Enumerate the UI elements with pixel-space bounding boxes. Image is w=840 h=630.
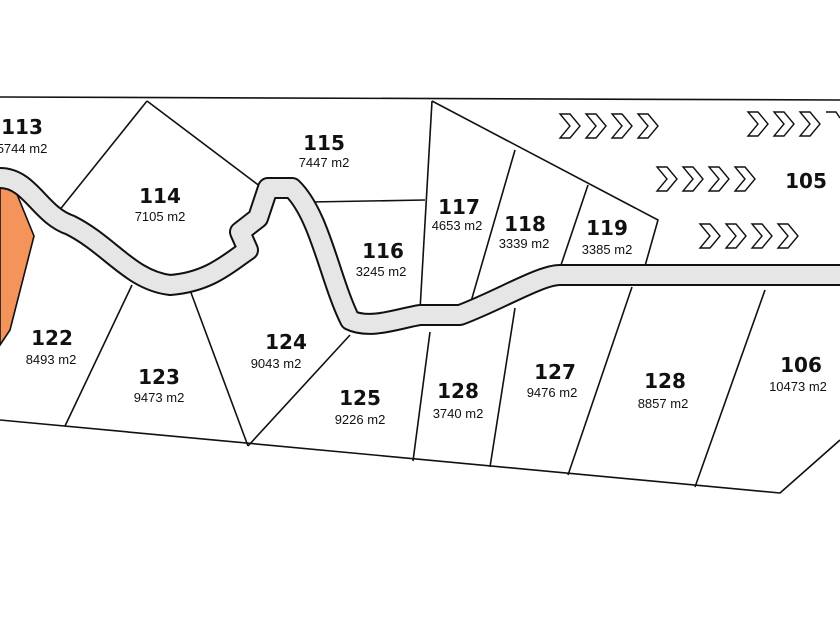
lot-128-b[interactable]: 128 8857 m2 [638,369,689,411]
lot-number: 116 [362,239,404,263]
lot-number: 128 [644,369,686,393]
lot-area: 8493 m2 [26,352,77,367]
lot-125[interactable]: 125 9226 m2 [335,386,386,427]
lot-area: 5744 m2 [0,141,47,156]
lot-area: 8857 m2 [638,396,689,411]
lot-116[interactable]: 116 3245 m2 [356,239,407,279]
lot-115[interactable]: 115 7447 m2 [299,131,350,170]
lot-117[interactable]: 117 4653 m2 [432,195,483,233]
lot-area: 4653 m2 [432,218,483,233]
lot-number: 117 [438,195,480,219]
lot-area: 9043 m2 [251,356,302,371]
lot-area: 3385 m2 [582,242,633,257]
lot-106[interactable]: 106 10473 m2 [769,353,827,394]
lot-number: 119 [586,216,628,240]
lot-113[interactable]: 113 5744 m2 [0,115,47,156]
lot-number: 105 [785,169,827,193]
lot-number: 128 [437,379,479,403]
lot-area: 7447 m2 [299,155,350,170]
property-boundary [0,96,840,101]
lot-number: 115 [303,131,345,155]
chevron-arrow-group-icon [558,113,659,139]
lot-area: 9226 m2 [335,412,386,427]
lot-area: 3740 m2 [433,406,484,421]
lot-number: 127 [534,360,576,384]
lot-124[interactable]: 124 9043 m2 [251,330,307,371]
lot-105[interactable]: 105 [785,169,827,193]
lot-number: 118 [504,212,546,236]
lot-number: 122 [31,326,73,350]
road [0,167,840,335]
lot-area: 10473 m2 [769,379,827,394]
lot-area: 9476 m2 [527,385,578,400]
lot-number: 113 [1,115,43,139]
lot-number: 125 [339,386,381,410]
lot-128-a[interactable]: 128 3740 m2 [433,379,484,421]
property-boundary-bottom [0,419,840,494]
lot-number: 124 [265,330,307,354]
lot-118[interactable]: 118 3339 m2 [499,212,550,251]
lot-area: 3245 m2 [356,264,407,279]
lot-122[interactable]: 122 8493 m2 [26,326,77,367]
lot-127[interactable]: 127 9476 m2 [527,360,578,400]
chevron-arrow-group-icon [698,223,799,249]
chevron-arrow-group-icon [655,166,756,192]
lot-number: 106 [780,353,822,377]
lot-area: 7105 m2 [135,209,186,224]
lot-number: 114 [139,184,181,208]
lot-123[interactable]: 123 9473 m2 [134,365,185,405]
lot-division-lines [49,100,766,488]
lot-area: 3339 m2 [499,236,550,251]
lot-119[interactable]: 119 3385 m2 [582,216,633,257]
lot-number: 123 [138,365,180,389]
chevron-arrow-group-icon [746,111,840,137]
lot-114[interactable]: 114 7105 m2 [135,184,186,224]
lot-area: 9473 m2 [134,390,185,405]
